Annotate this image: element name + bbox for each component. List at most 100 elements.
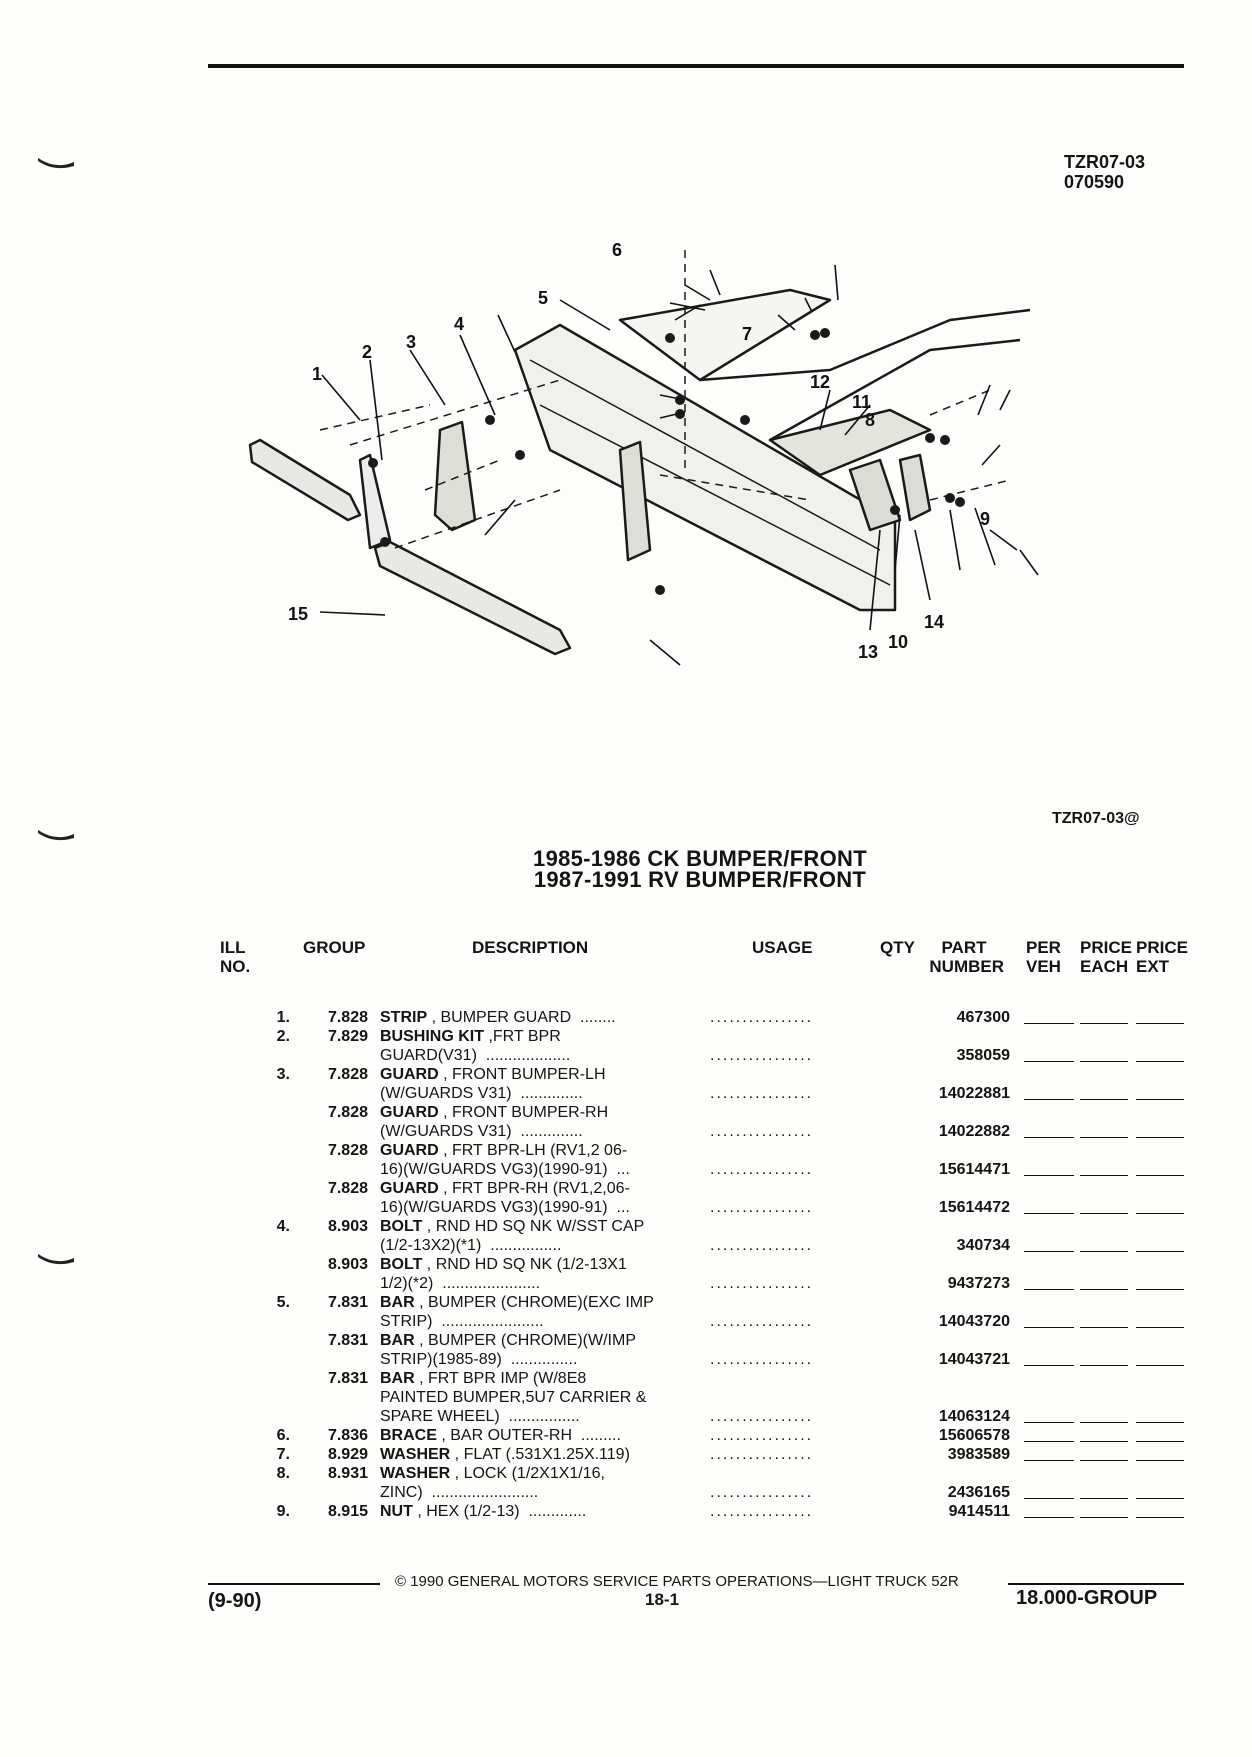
- part-number: 14022882: [938, 1123, 1010, 1140]
- description-line: NUT , HEX (1/2-13) .............: [380, 1502, 586, 1521]
- description-line: BAR , BUMPER (CHROME)(EXC IMP: [380, 1293, 654, 1312]
- callout-2: 2: [362, 342, 372, 362]
- callout-12: 12: [810, 372, 830, 392]
- callout-11: 11: [852, 392, 871, 412]
- diagram-guard-right: [618, 440, 652, 562]
- description-text: SPARE WHEEL) ................: [380, 1408, 580, 1425]
- price-ext-blank: [1136, 1175, 1184, 1176]
- description-line: GUARD(V31) ...................: [380, 1046, 570, 1065]
- part-number: 14043720: [938, 1313, 1010, 1330]
- diagram-reference: TZR07-03@: [1052, 810, 1140, 827]
- part-name: BOLT: [380, 1218, 423, 1235]
- callout-15: 15: [288, 604, 308, 624]
- price-each-blank: [1080, 1498, 1128, 1499]
- usage-dots: ................: [710, 1503, 814, 1520]
- callout-14: 14: [924, 612, 944, 632]
- exploded-parts-diagram: 1 2 3 4 5 6 7 8 9 10 11 12 13 14 15: [248, 240, 1039, 666]
- part-number: 2436165: [947, 1484, 1010, 1501]
- price-each-blank: [1080, 1517, 1128, 1518]
- price-ext-blank: [1136, 1365, 1184, 1366]
- col-part-line1: PART: [941, 938, 987, 957]
- usage-dots: ................: [710, 1427, 814, 1444]
- per-veh-blank: [1024, 1327, 1074, 1328]
- description-line: WASHER , FLAT (.531X1.25X.119): [380, 1445, 630, 1464]
- part-number: 15614472: [938, 1199, 1010, 1216]
- group-number: 8.903: [327, 1256, 368, 1273]
- description-line: GUARD , FRONT BUMPER-LH: [380, 1065, 606, 1084]
- price-each-blank: [1080, 1460, 1128, 1461]
- per-veh-blank: [1024, 1023, 1074, 1024]
- per-veh-blank: [1024, 1289, 1074, 1290]
- page-title: 1985-1986 CK BUMPER/FRONT 1987-1991 RV B…: [400, 848, 1000, 892]
- price-ext-blank: [1136, 1213, 1184, 1214]
- description-text: , HEX (1/2-13) .............: [412, 1503, 587, 1520]
- description-line: GUARD , FRT BPR-RH (RV1,2,06-: [380, 1179, 630, 1198]
- top-rule: [208, 64, 1184, 68]
- group-number: 7.828: [327, 1066, 368, 1083]
- title-line-2: 1987-1991 RV BUMPER/FRONT: [533, 867, 867, 892]
- description-text: , FRT BPR-RH (RV1,2,06-: [438, 1180, 630, 1197]
- group-number: 8.931: [327, 1465, 368, 1482]
- binder-mark-3: [38, 1254, 74, 1265]
- diagram-guard-block: [433, 420, 477, 532]
- price-each-blank: [1080, 1365, 1128, 1366]
- binder-mark-2: [38, 830, 74, 841]
- group-number: 7.828: [327, 1142, 368, 1159]
- description-line: SPARE WHEEL) ................: [380, 1407, 580, 1426]
- doc-code-block: TZR07-03 070590: [1064, 152, 1145, 192]
- price-ext-blank: [1136, 1498, 1184, 1499]
- price-ext-blank: [1136, 1099, 1184, 1100]
- ill-number: 7.: [276, 1446, 290, 1463]
- price-ext-blank: [1136, 1023, 1184, 1024]
- ill-number: 4.: [276, 1218, 290, 1235]
- col-price-each-line2: EACH: [1080, 957, 1129, 976]
- part-name: BRACE: [380, 1427, 437, 1444]
- doc-date: 070590: [1064, 172, 1125, 192]
- callout-3: 3: [406, 332, 416, 352]
- part-name: GUARD: [380, 1104, 439, 1121]
- usage-dots: ................: [710, 1484, 814, 1501]
- price-each-blank: [1080, 1289, 1128, 1290]
- part-number: 9414511: [948, 1503, 1010, 1520]
- ill-number: 5.: [276, 1294, 290, 1311]
- usage-dots: ................: [710, 1408, 814, 1425]
- price-ext-blank: [1136, 1517, 1184, 1518]
- price-ext-blank: [1136, 1441, 1184, 1442]
- price-ext-blank: [1136, 1061, 1184, 1062]
- usage-dots: ................: [710, 1009, 814, 1026]
- price-ext-blank: [1136, 1460, 1184, 1461]
- description-line: STRIP , BUMPER GUARD ........: [380, 1008, 616, 1027]
- col-ill-line2: NO.: [220, 957, 251, 976]
- description-text: , FRT BPR IMP (W/8E8: [414, 1370, 587, 1387]
- description-line: GUARD , FRT BPR-LH (RV1,2 06-: [380, 1141, 627, 1160]
- col-price-each: PRICE EACH: [1080, 938, 1132, 976]
- group-number: 7.831: [327, 1294, 368, 1311]
- price-each-blank: [1080, 1441, 1128, 1442]
- part-number: 358059: [956, 1047, 1010, 1064]
- col-price-ext-line1: PRICE: [1136, 938, 1188, 957]
- callout-7: 7: [742, 324, 752, 344]
- group-number: 7.828: [327, 1104, 368, 1121]
- description-text: , LOCK (1/2X1X1/16,: [450, 1465, 605, 1482]
- part-name: BUSHING KIT: [380, 1028, 484, 1045]
- usage-dots: ................: [710, 1123, 814, 1140]
- description-text: ZINC) ........................: [380, 1484, 539, 1501]
- part-number: 15614471: [938, 1161, 1010, 1178]
- description-text: ,FRT BPR: [484, 1028, 561, 1045]
- part-name: BAR: [380, 1294, 415, 1311]
- footer-rule-right: [1008, 1583, 1184, 1585]
- diagram-frame-rail: [618, 288, 832, 382]
- part-name: GUARD: [380, 1142, 439, 1159]
- binder-mark-1: [38, 158, 74, 169]
- usage-dots: ................: [710, 1351, 814, 1368]
- part-number: 15606578: [938, 1427, 1010, 1444]
- description-text: , BUMPER GUARD ........: [427, 1009, 616, 1026]
- price-each-blank: [1080, 1422, 1128, 1423]
- ill-number: 9.: [276, 1503, 290, 1520]
- usage-dots: ................: [710, 1047, 814, 1064]
- description-line: STRIP)(1985-89) ...............: [380, 1350, 577, 1369]
- col-description: DESCRIPTION: [472, 938, 589, 957]
